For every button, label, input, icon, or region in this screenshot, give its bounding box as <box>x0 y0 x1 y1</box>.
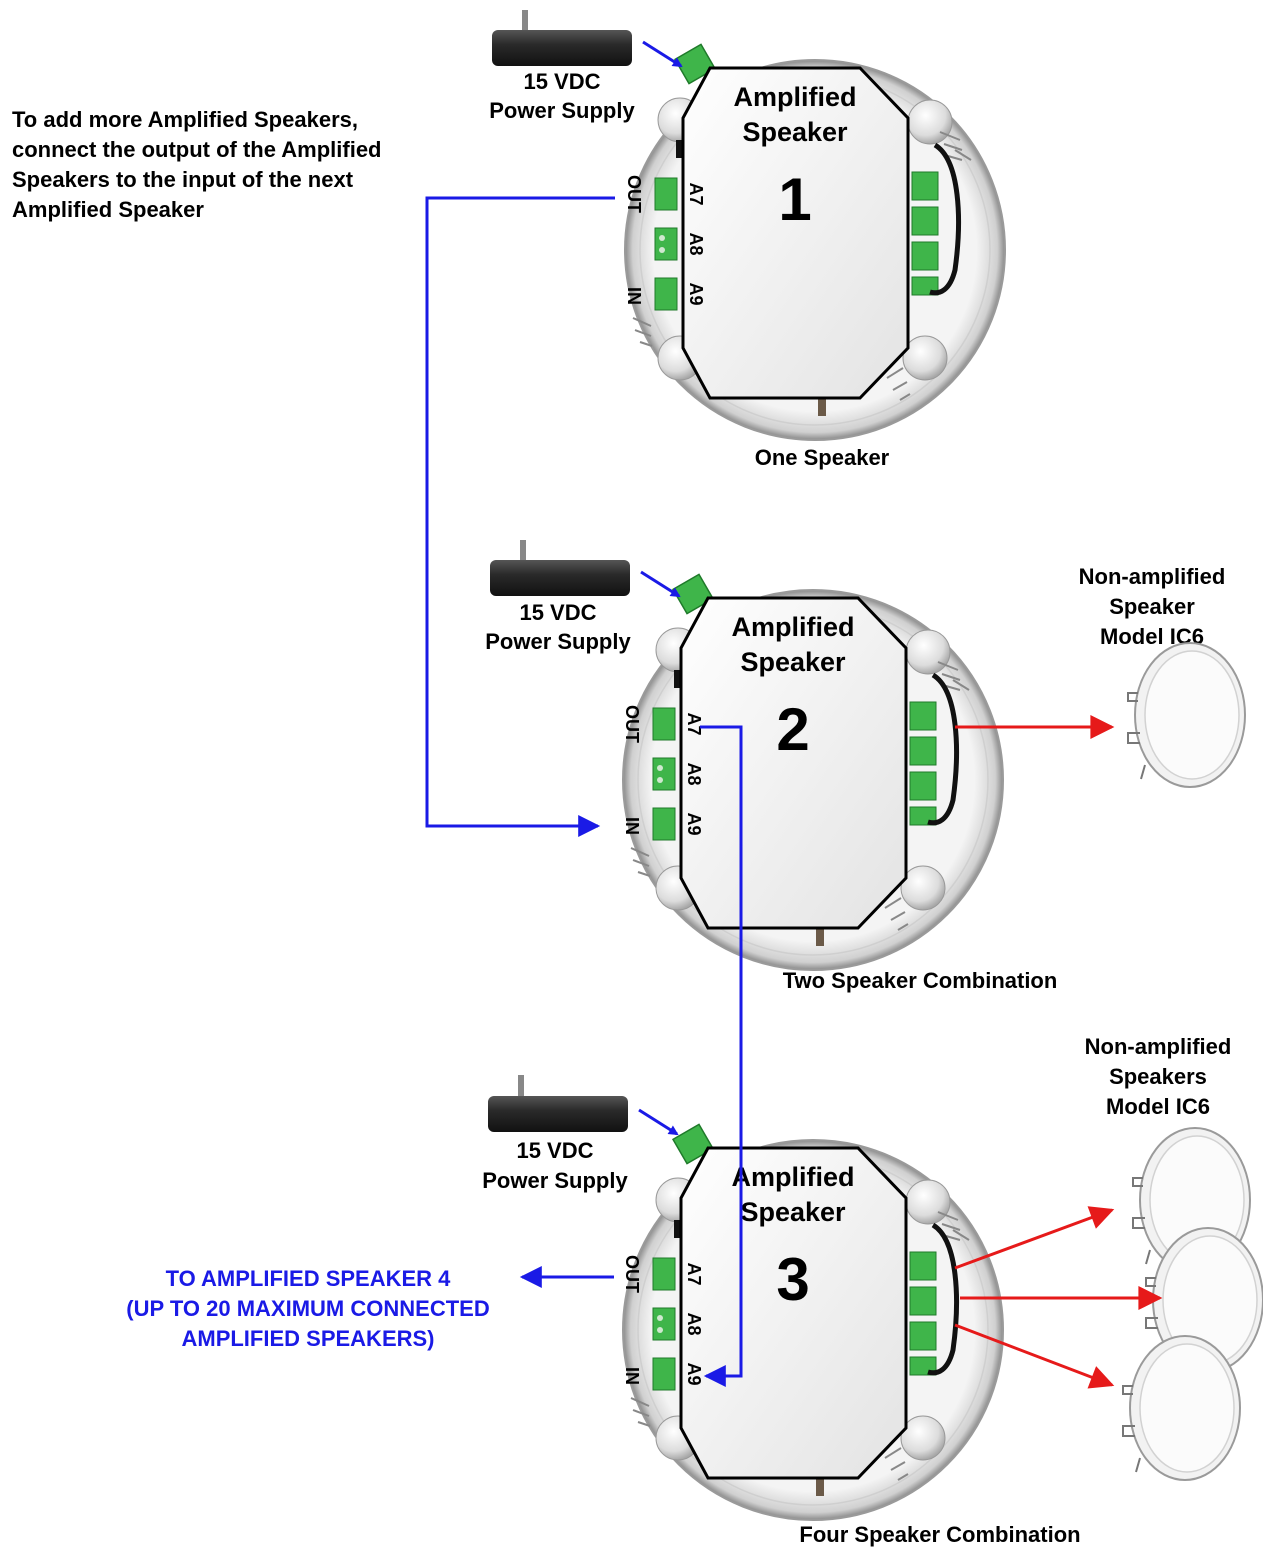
non-amp-line: Non-amplified <box>1079 564 1226 589</box>
amplified-label-line2: Speaker <box>740 647 846 677</box>
speaker-wire-arrow <box>954 1206 1115 1270</box>
terminal-a9-label: A9 <box>684 1362 704 1385</box>
power-supply-1: 15 VDC Power Supply <box>489 10 683 123</box>
amplified-speaker-2: Amplified Speaker 2 OUT IN A7 A8 A9 <box>622 574 1003 970</box>
amplified-label-line1: Amplified <box>731 612 854 642</box>
svg-text:Amplified Speaker: Amplified Speaker <box>12 197 204 222</box>
non-amp-line: Speaker <box>1109 594 1195 619</box>
to-next-speaker-note: TO AMPLIFIED SPEAKER 4 (UP TO 20 MAXIMUM… <box>126 1266 489 1351</box>
terminal-a7-label: A7 <box>684 712 704 735</box>
non-amplified-label-single: Non-amplified Speaker Model IC6 <box>1079 564 1226 649</box>
intro-line: Speakers to the input of the next <box>12 167 354 192</box>
terminal-a7-label: A7 <box>684 1262 704 1285</box>
signal-wire-a7-to-in3 <box>700 725 743 1387</box>
non-amp-line: Speakers <box>1109 1064 1207 1089</box>
terminal-a7-label: A7 <box>686 182 706 205</box>
speaker-number: 1 <box>778 166 811 233</box>
intro-line: connect the output of the Amplified <box>12 137 382 162</box>
intro-text: To add more Amplified Speakers, connect … <box>12 107 382 222</box>
to-next-line: AMPLIFIED SPEAKERS) <box>181 1326 434 1351</box>
terminal-a8-label: A8 <box>684 762 704 785</box>
power-supply-line2: Power Supply <box>482 1168 628 1193</box>
terminal-a8-label: A8 <box>684 1312 704 1335</box>
caption-two-speaker: Two Speaker Combination <box>783 968 1058 993</box>
caption-one-speaker: One Speaker <box>755 445 890 470</box>
terminal-a9-label: A9 <box>686 282 706 305</box>
terminal-out-label: OUT <box>624 175 644 213</box>
passive-speaker-ic6 <box>1122 1335 1241 1481</box>
speaker-number: 3 <box>776 1246 809 1313</box>
amplified-label-line1: Amplified <box>731 1162 854 1192</box>
power-supply-line1: 15 VDC <box>523 69 600 94</box>
terminal-a9-label: A9 <box>684 812 704 835</box>
power-supply-3: 15 VDC Power Supply <box>482 1075 679 1193</box>
svg-text:connect the output of the Ampl: connect the output of the Amplified <box>12 137 382 162</box>
svg-text:To add more Amplified Speakers: To add more Amplified Speakers, <box>12 107 358 132</box>
svg-text:Speakers to the input of the n: Speakers to the input of the next <box>12 167 354 192</box>
signal-wire-out1-to-in2 <box>425 196 615 837</box>
speaker-number: 2 <box>776 696 809 763</box>
intro-line: To add more Amplified Speakers, <box>12 107 358 132</box>
passive-speaker-ic6 <box>1127 642 1246 788</box>
to-next-line: TO AMPLIFIED SPEAKER 4 <box>166 1266 452 1291</box>
caption-four-speaker: Four Speaker Combination <box>799 1522 1080 1547</box>
amplified-speaker-3: Amplified Speaker 3 OUT IN A7 A8 A9 <box>622 1124 1003 1520</box>
non-amp-line: Model IC6 <box>1106 1094 1210 1119</box>
amplified-label-line2: Speaker <box>742 117 848 147</box>
terminal-a8-label: A8 <box>686 232 706 255</box>
terminal-out-label: OUT <box>622 705 642 743</box>
to-next-line: (UP TO 20 MAXIMUM CONNECTED <box>126 1296 489 1321</box>
amplified-label-line2: Speaker <box>740 1197 846 1227</box>
intro-line: Amplified Speaker <box>12 197 204 222</box>
terminal-in-label: IN <box>624 287 644 305</box>
terminal-in-label: IN <box>622 817 642 835</box>
speaker-wire-arrow <box>954 1323 1115 1389</box>
power-supply-line1: 15 VDC <box>519 600 596 625</box>
terminal-out-label: OUT <box>622 1255 642 1293</box>
amplified-speaker-1: Amplified Speaker 1 OUT IN A7 A8 A9 <box>624 44 1005 440</box>
non-amp-line: Non-amplified <box>1085 1034 1232 1059</box>
terminal-in-label: IN <box>622 1367 642 1385</box>
non-amplified-label-multi: Non-amplified Speakers Model IC6 <box>1085 1034 1232 1119</box>
amplified-label-line1: Amplified <box>733 82 856 112</box>
power-supply-line2: Power Supply <box>489 98 635 123</box>
power-supply-line2: Power Supply <box>485 629 631 654</box>
power-supply-2: 15 VDC Power Supply <box>485 540 681 654</box>
power-supply-line1: 15 VDC <box>516 1138 593 1163</box>
